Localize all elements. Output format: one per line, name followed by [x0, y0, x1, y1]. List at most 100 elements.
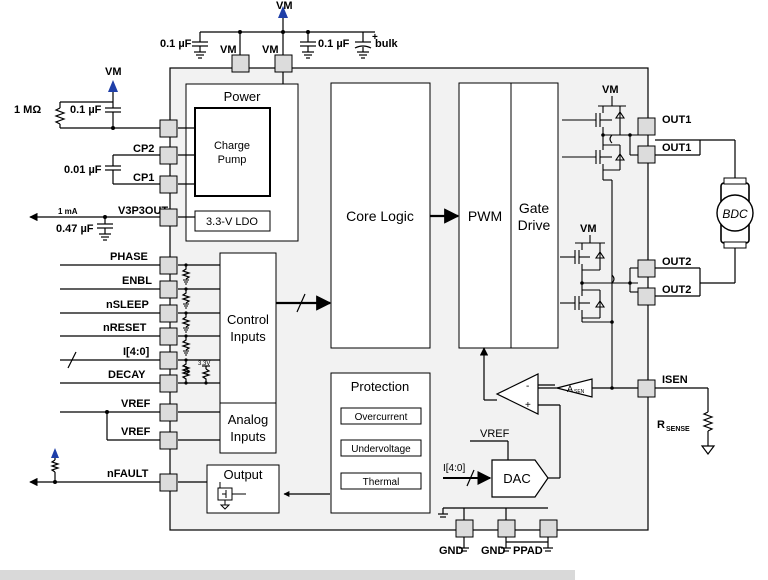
vm-arrow-icon — [278, 6, 288, 18]
vm-top-label: VM — [276, 0, 293, 12]
dac-vref-label: VREF — [480, 428, 510, 440]
bulk-label: bulk — [375, 38, 398, 50]
hbridge-fets — [560, 96, 638, 389]
ppad-label: PPAD — [513, 545, 543, 557]
isen-label: ISEN — [662, 374, 688, 386]
vref2-label: VREF — [121, 426, 151, 438]
dac-block — [491, 459, 549, 498]
ldo-cap-label: 0.47 µF — [56, 223, 94, 235]
pulldown-ground-marks — [183, 279, 189, 356]
comparator-minus: - — [526, 381, 529, 392]
output-fet-icon — [217, 482, 246, 510]
i-label: I[4:0] — [123, 346, 150, 358]
cp-vm-label: VM — [105, 66, 122, 78]
cp1-pin — [159, 175, 178, 194]
asen-label: A — [567, 384, 573, 394]
rsense-sub-label: SENSE — [666, 426, 690, 433]
out2a-pin — [637, 259, 656, 278]
comparator-plus: + — [525, 400, 531, 411]
out1b-pin — [637, 145, 656, 164]
out2b-pin — [637, 287, 656, 306]
out1a-pin — [637, 117, 656, 136]
nreset-pin — [159, 327, 178, 346]
overcurrent-box — [340, 407, 422, 425]
dac-label: DAC — [503, 471, 530, 486]
thermal-label: Thermal — [363, 477, 400, 488]
comparator-icon — [495, 373, 539, 415]
phase-label: PHASE — [110, 251, 148, 263]
undervoltage-box — [340, 439, 422, 457]
footer-band — [0, 570, 575, 580]
nfault-label: nFAULT — [107, 468, 149, 480]
i-pin — [159, 351, 178, 370]
gnd2-label: GND — [481, 545, 506, 557]
enbl-pin — [159, 280, 178, 299]
out1b-label: OUT1 — [662, 142, 691, 154]
motor-icon — [716, 177, 754, 249]
cp-vm-arrow-icon — [108, 80, 118, 92]
cp2-label: CP2 — [133, 143, 154, 155]
phase-pin — [159, 256, 178, 275]
v3p3out-pin — [159, 208, 178, 227]
output-block — [206, 464, 280, 514]
core-logic-label: Core Logic — [346, 208, 414, 224]
vref2-pin — [159, 431, 178, 450]
vm-pin-1 — [231, 54, 250, 73]
analog-inputs-block — [219, 402, 277, 454]
rsense-label: R — [657, 419, 665, 431]
fet-vm2-label: VM — [580, 223, 597, 235]
vm-pin-2-label: VM — [262, 44, 279, 56]
analog-label-2: Inputs — [230, 429, 266, 444]
cp1-label: CP1 — [133, 172, 154, 184]
analog-label-1: Analog — [228, 412, 268, 427]
gnd1-label: GND — [439, 545, 464, 557]
cap-right-label: 0.1 µF — [318, 38, 350, 50]
nsleep-label: nSLEEP — [106, 299, 149, 311]
v33-label: 3.3V — [198, 361, 210, 367]
gnd2-pin — [497, 519, 516, 538]
resistor-label: 1 MΩ — [14, 104, 41, 116]
gnd1-pin — [455, 519, 474, 538]
pwm-label: PWM — [468, 208, 502, 224]
v3p3out-label: V3P3OUT — [118, 205, 168, 217]
vcp-pin — [159, 119, 178, 138]
bulk-plus-label: + — [372, 32, 378, 43]
motor-label: BDC — [722, 207, 748, 221]
gate-label-2: Drive — [518, 217, 551, 233]
charge-pump-block — [194, 107, 271, 197]
pwm-block — [458, 82, 512, 349]
ppad-pin — [539, 519, 558, 538]
ldo-label: 3.3-V LDO — [206, 216, 258, 228]
decay-pin — [159, 374, 178, 393]
control-label-2: Inputs — [230, 329, 266, 344]
decay-label: DECAY — [108, 369, 146, 381]
thermal-box — [340, 472, 422, 490]
vm-pin-2 — [274, 54, 293, 73]
out2b-label: OUT2 — [662, 284, 691, 296]
asen-sub-label: SEN — [574, 389, 585, 395]
undervoltage-label: Undervoltage — [351, 444, 411, 455]
out2a-label: OUT2 — [662, 256, 691, 268]
output-label: Output — [223, 467, 262, 482]
charge-pump-label-1: Charge — [214, 140, 250, 152]
control-inputs-block — [219, 252, 277, 404]
asen-amplifier-icon — [556, 378, 593, 398]
isen-pin — [637, 379, 656, 398]
protection-label: Protection — [351, 379, 410, 394]
cp2-pin — [159, 146, 178, 165]
nsleep-pin — [159, 304, 178, 323]
cap-left-label: 0.1 µF — [160, 38, 192, 50]
out1a-label: OUT1 — [662, 114, 691, 126]
gate-drive-block — [510, 82, 559, 349]
cp-cap-label: 0.1 µF — [70, 104, 102, 116]
nfault-pullup-arrow-icon — [51, 448, 59, 458]
charge-pump-label-2: Pump — [218, 154, 247, 166]
enbl-label: ENBL — [122, 275, 152, 287]
vref1-pin — [159, 403, 178, 422]
fet-vm1-label: VM — [602, 84, 619, 96]
control-label-1: Control — [227, 312, 269, 327]
cp-flycap-label: 0.01 µF — [64, 164, 102, 176]
overcurrent-label: Overcurrent — [355, 412, 408, 423]
vm-supply — [192, 18, 375, 59]
ldo-current-label: 1 mA — [58, 207, 78, 216]
